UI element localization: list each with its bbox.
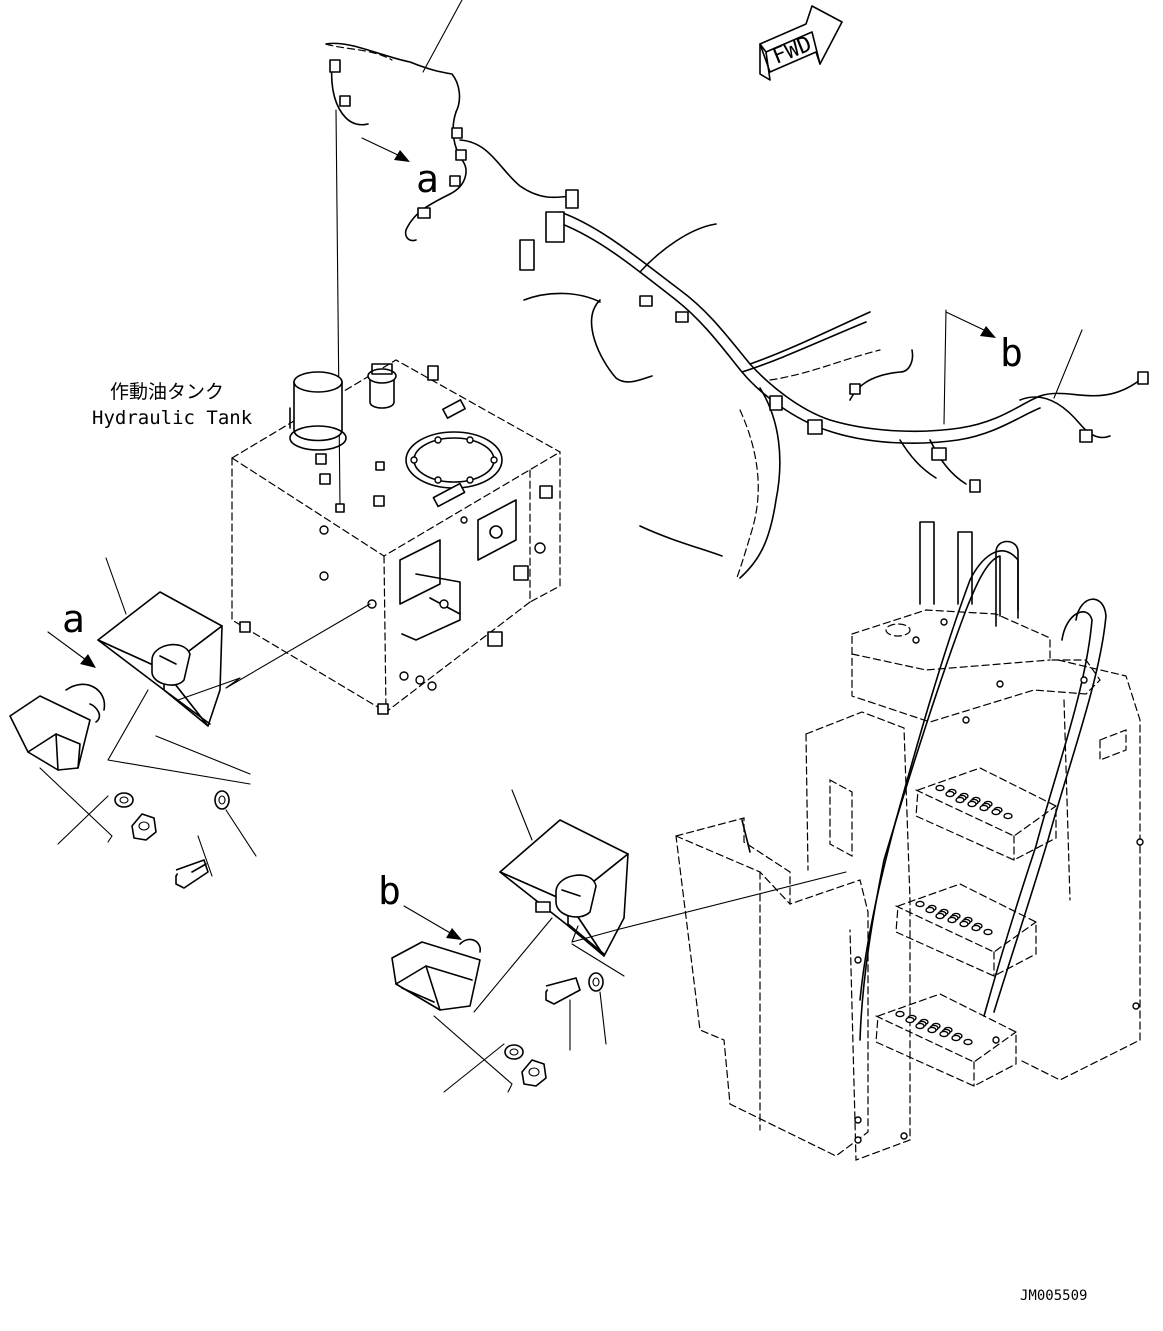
callout-a-left: a: [62, 597, 85, 641]
step-hole: [947, 916, 957, 924]
step-hole: [971, 924, 981, 932]
callout-a-top: a: [416, 157, 439, 201]
lamp-assembly-b: [391, 789, 847, 1093]
step-hole: [915, 1022, 925, 1030]
step-hole: [951, 1034, 961, 1042]
step-hole: [979, 804, 989, 812]
step-hole: [895, 1010, 905, 1018]
step-hole: [955, 796, 965, 804]
step-hole: [967, 800, 977, 808]
step-hole: [935, 784, 945, 792]
step-hole: [1003, 812, 1013, 820]
step-hole: [915, 900, 925, 908]
callout-arrow-b-top: [943, 309, 996, 425]
step-hole: [935, 912, 945, 920]
hydraulic-tank: [231, 359, 561, 715]
step-ladder-assembly: [675, 521, 1144, 1161]
lamp-assembly-a: [9, 557, 371, 889]
step-holes: [895, 784, 1013, 1046]
harness-to-tank-line: [335, 109, 341, 507]
drawing-number: JM005509: [1020, 1288, 1087, 1304]
wiring-harness: [325, 0, 1149, 581]
tank-label-jp: 作動油タンク: [110, 381, 224, 403]
step-hole: [925, 906, 935, 914]
tank-label-en: Hydraulic Tank: [92, 407, 253, 429]
callout-b-bottom: b: [378, 869, 401, 913]
callout-b-top: b: [1000, 331, 1023, 375]
step-hole: [991, 808, 1001, 816]
step-hole: [983, 928, 993, 936]
step-hole: [905, 1016, 915, 1024]
step-3: [875, 993, 1017, 1087]
step-hole: [939, 1030, 949, 1038]
step-hole: [927, 1026, 937, 1034]
step-hole: [963, 1038, 973, 1046]
callout-arrow-a-top: [361, 137, 410, 162]
step-2: [895, 883, 1037, 977]
fwd-arrow-icon: [759, 5, 843, 81]
step-hole: [945, 790, 955, 798]
step-1: [915, 767, 1057, 861]
step-hole: [959, 920, 969, 928]
